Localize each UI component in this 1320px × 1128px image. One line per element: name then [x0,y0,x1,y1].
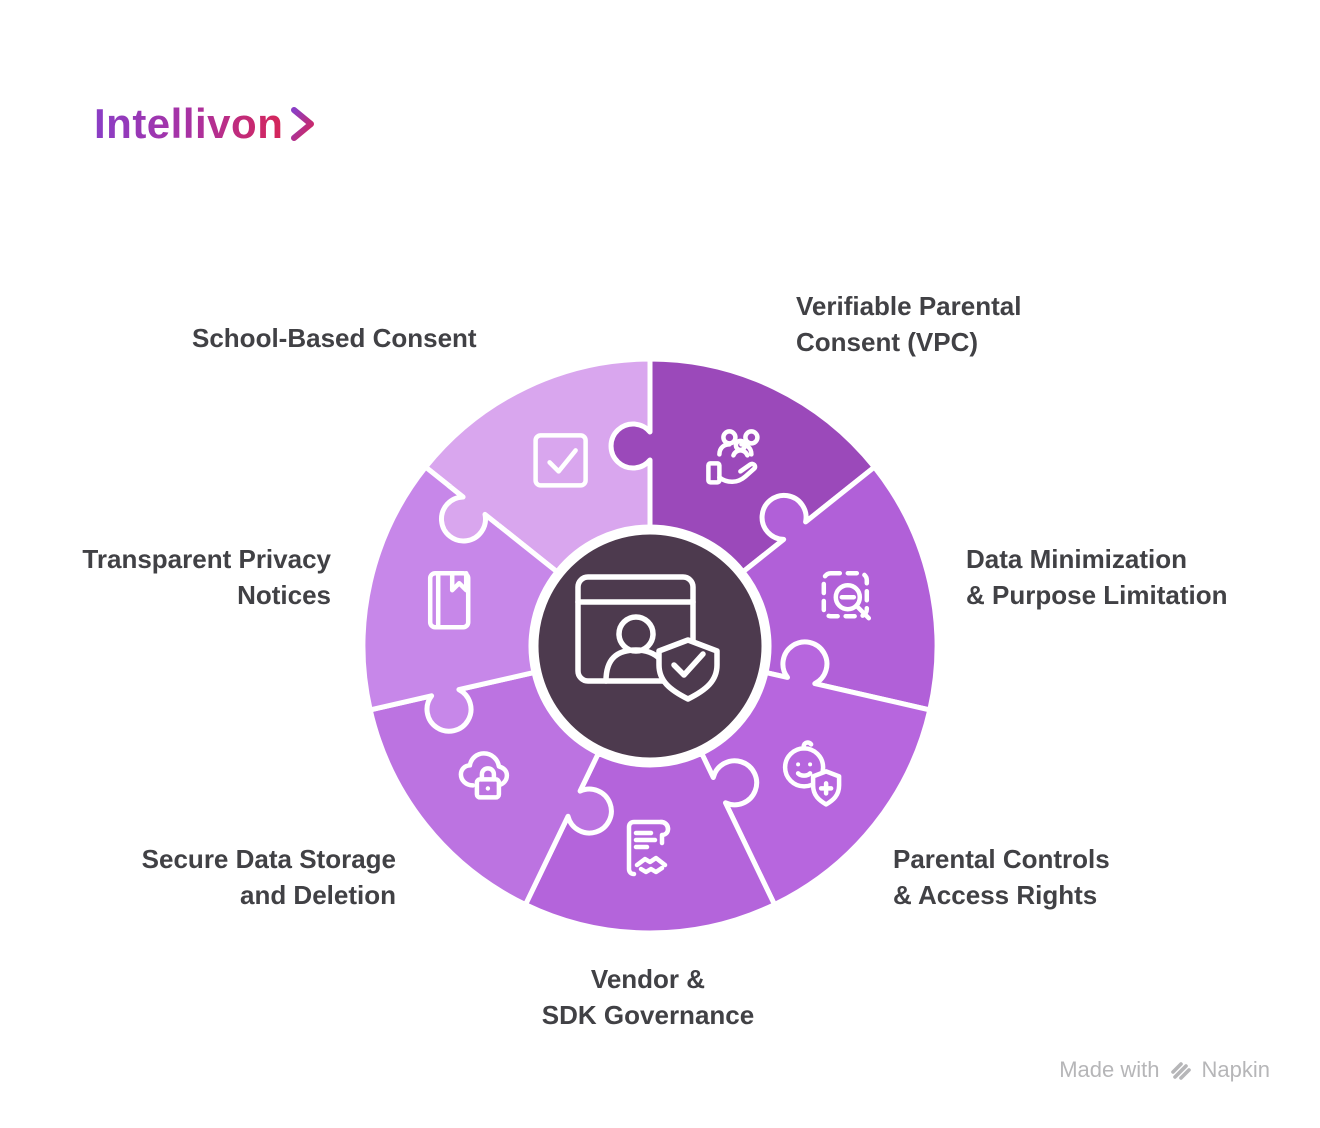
family-hand-icon [706,429,760,485]
watermark-prefix: Made with [1059,1057,1160,1082]
segment-transparent-privacy [360,464,560,734]
segment-label-vendor-sdk: Vendor & SDK Governance [541,964,755,1030]
checkbox-icon [533,433,588,488]
segment-label-parental-controls: Parental Controls & Access Rights [893,844,1110,910]
contract-handshake-icon [626,819,671,877]
made-with-napkin-watermark: Made with Napkin [1059,1057,1270,1083]
chevron-right-icon [291,107,315,141]
segment-label-data-minimization: Data Minimization & Purpose Limitation [966,544,1228,610]
baby-shield-icon [782,740,842,807]
browser-user-shield-icon [575,574,720,702]
scan-magnifier-icon [821,570,872,621]
segment-school-consent-tab [427,483,500,555]
segment-label-transparent-privacy: Transparent Privacy Notices [82,544,331,610]
segment-label-secure-storage: Secure Data Storage and Deletion [141,844,396,910]
intellivon-logo: Intellivon [94,100,317,148]
segment-label-school-consent: School-Based Consent [192,323,477,353]
book-icon [427,570,471,630]
logo-text: Intellivon [94,100,284,147]
cloud-lock-icon [458,751,510,800]
watermark-brand: Napkin [1201,1057,1270,1082]
segment-label-vpc: Verifiable Parental Consent (VPC) [796,291,1022,357]
napkin-logo-icon [1170,1062,1191,1080]
